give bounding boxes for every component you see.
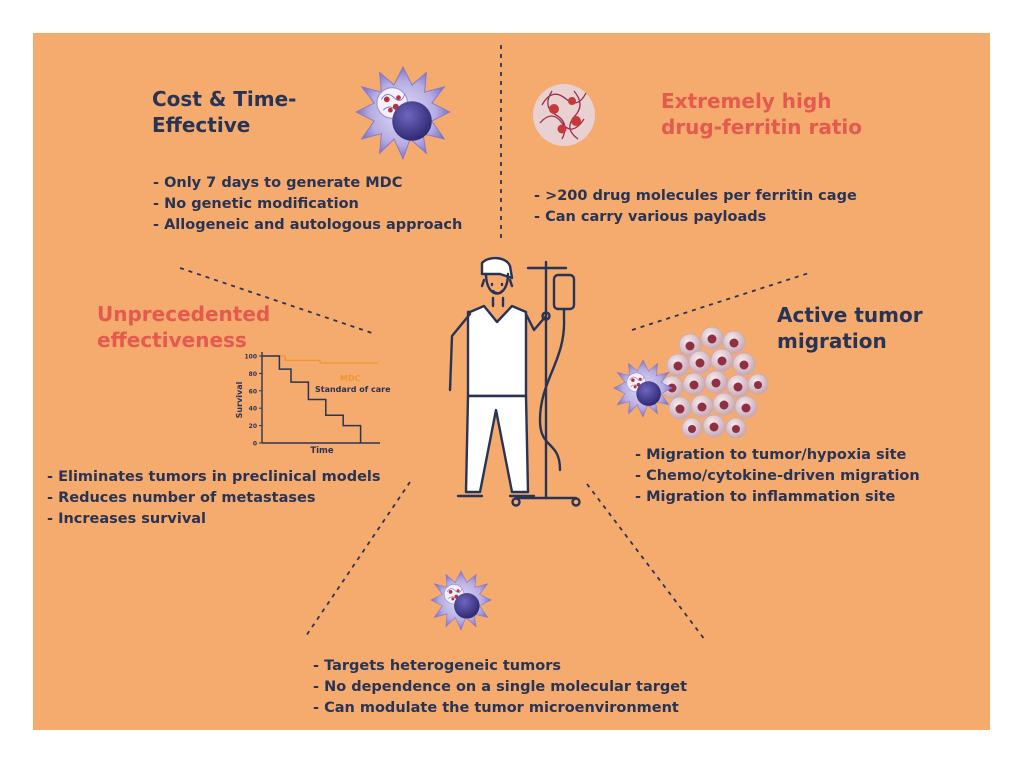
list-item: - Chemo/cytokine-driven migration (635, 468, 920, 484)
list-item: - Can carry various payloads (534, 209, 767, 225)
chart-series-standard-line (262, 355, 362, 443)
effectiveness-heading-line1: Unprecedented (97, 302, 271, 326)
migration-heading-line2: migration (777, 329, 887, 353)
list-item: - Allogeneic and autologous approach (153, 217, 463, 233)
migration-heading-line1: Active tumor (777, 303, 923, 327)
list-item: - Increases survival (47, 511, 207, 527)
cost-heading-line2: Effective (152, 113, 251, 137)
list-item: - >200 drug molecules per ferritin cage (534, 188, 857, 204)
patient-iv-icon (448, 256, 581, 507)
effectiveness-heading: Unprecedented effectiveness (97, 301, 270, 353)
cost-heading: Cost & Time- Effective (152, 86, 296, 138)
chart-legend-standard-of-care: Standard of care (315, 385, 391, 394)
chart-ticks: 0 20 40 60 80 100 (244, 354, 262, 448)
chart-y-tick-label: 100 (244, 354, 257, 361)
cost-heading-line1: Cost & Time- (152, 87, 297, 111)
list-item: - Reduces number of metastases (47, 490, 316, 506)
ratio-heading-line1: Extremely high (661, 89, 832, 113)
chart-y-tick-label: 40 (249, 406, 257, 413)
chart-x-label: Time (310, 446, 334, 456)
migration-heading: Active tumor migration (777, 302, 923, 354)
list-item: - Eliminates tumors in preclinical model… (47, 469, 381, 485)
list-item: - Can modulate the tumor microenvironmen… (313, 700, 679, 716)
mdc-cell-icon (613, 359, 673, 418)
connector-line-bottom-left (305, 481, 411, 637)
ferritin-cage-icon (533, 84, 595, 146)
mdc-cell-icon (355, 66, 451, 160)
effectiveness-bullets: - Eliminates tumors in preclinical model… (47, 467, 381, 530)
ratio-bullets: - >200 drug molecules per ferritin cage … (534, 186, 857, 228)
survival-chart: 0 20 40 60 80 100 Time Survival MDC Standard … (235, 352, 391, 456)
ratio-heading-line2: drug-ferritin ratio (661, 115, 863, 139)
list-item: - Migration to inflammation site (635, 489, 896, 505)
targeting-bullets: - Targets heterogeneic tumors - No depen… (313, 656, 687, 719)
chart-series-mdc-line (262, 355, 378, 364)
cost-bullets: - Only 7 days to generate MDC - No genet… (153, 173, 462, 236)
list-item: - Migration to tumor/hypoxia site (635, 447, 907, 463)
list-item: - No genetic modification (153, 196, 359, 212)
chart-y-tick-label: 20 (249, 423, 257, 430)
list-item: - Targets heterogeneic tumors (313, 658, 561, 674)
connector-line-bottom-right (586, 483, 706, 641)
chart-y-tick-label: 80 (249, 371, 257, 378)
ratio-heading: Extremely high drug-ferritin ratio (661, 88, 862, 140)
chart-y-label: Survival (235, 381, 244, 418)
chart-y-tick-label: 60 (249, 388, 257, 395)
effectiveness-heading-line2: effectiveness (97, 328, 247, 352)
chart-legend-mdc: MDC (340, 374, 361, 383)
connector-line-left (179, 267, 373, 334)
chart-series (262, 355, 378, 443)
list-item: - Only 7 days to generate MDC (153, 175, 403, 191)
migration-bullets: - Migration to tumor/hypoxia site - Chem… (635, 445, 920, 508)
tumor-cluster-icon (660, 326, 769, 439)
list-item: - No dependence on a single molecular ta… (313, 679, 688, 695)
mdc-cell-icon (430, 570, 492, 631)
chart-y-tick-label: 0 (253, 441, 257, 448)
